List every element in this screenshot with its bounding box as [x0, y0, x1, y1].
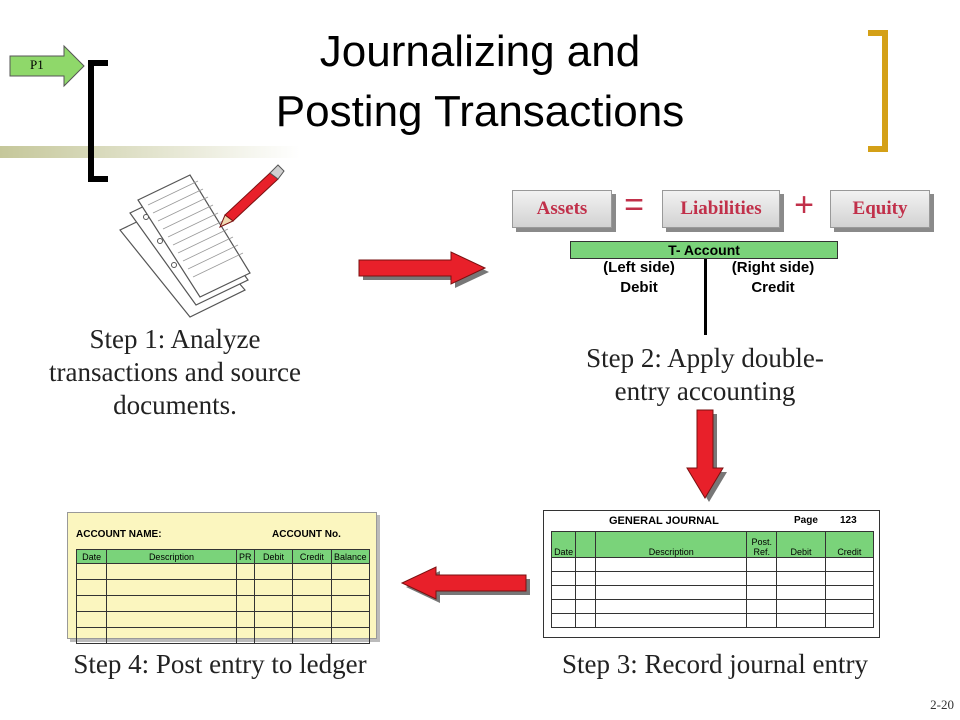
arrow-badge-icon — [9, 44, 85, 88]
table-row — [550, 599, 875, 614]
equity-box: Equity — [830, 190, 930, 228]
step2-line-2: entry accounting — [614, 376, 796, 406]
step2-line-1: Step 2: Apply double- — [586, 343, 824, 373]
step2-text: Step 2: Apply double- entry accounting — [520, 342, 890, 408]
table-row — [550, 571, 875, 586]
table-row — [550, 557, 875, 572]
table-row — [75, 627, 371, 644]
journal-table: Date Description Post. Ref. Debit Credit — [550, 531, 875, 628]
liabilities-box: Liabilities — [662, 190, 780, 228]
t-left-side: (Left side) — [603, 259, 675, 276]
right-bracket — [868, 30, 888, 152]
step3-text: Step 3: Record journal entry — [562, 649, 868, 679]
step4-text: Step 4: Post entry to ledger — [73, 649, 367, 679]
t-account-title: T- Account — [570, 241, 838, 259]
table-row — [550, 613, 875, 628]
journal-col-date: Date — [550, 531, 577, 558]
arrow-down-icon — [686, 409, 727, 502]
t-credit-label: Credit — [751, 279, 795, 296]
journal-col-debit: Debit — [776, 531, 826, 558]
ledger-col-balance: Balance — [330, 549, 371, 564]
t-account-divider — [704, 259, 707, 335]
journal-col-spacer — [575, 531, 597, 558]
slide-number: 2-20 — [930, 697, 954, 712]
ledger-col-description: Description — [106, 549, 237, 564]
notepad-pen-icon — [119, 164, 285, 318]
journal-col-postref: Post. Ref. — [746, 531, 778, 558]
table-row — [75, 595, 371, 612]
arrow-left-icon — [400, 566, 530, 603]
ledger-account-name: ACCOUNT NAME: — [76, 529, 162, 540]
assets-box: Assets — [512, 190, 612, 228]
table-row — [75, 563, 371, 580]
ledger-account-no: ACCOUNT No. — [272, 529, 341, 540]
table-row — [75, 611, 371, 628]
ledger-table: Date Description PR Debit Credit Balance — [75, 549, 371, 644]
title-line-1: Journalizing and — [319, 27, 641, 76]
step1-text: Step 1: Analyze transactions and source … — [10, 323, 340, 422]
p1-badge: P1 — [8, 40, 88, 90]
badge-label: P1 — [30, 57, 44, 72]
title-line-2: Posting Transactions — [275, 87, 685, 136]
journal-col-description: Description — [595, 531, 748, 558]
t-debit-label: Debit — [620, 279, 658, 296]
left-bracket — [88, 60, 108, 182]
step1-line-3: documents. — [113, 390, 237, 420]
step1-line-2: transactions and source — [49, 357, 301, 387]
journal-page-label: Page — [794, 515, 818, 526]
t-right-side: (Right side) — [731, 259, 815, 276]
table-row — [75, 579, 371, 596]
decorative-band — [0, 146, 300, 158]
ledger-col-credit: Credit — [292, 549, 332, 564]
equals-sign: = — [624, 186, 644, 224]
journal-col-credit: Credit — [824, 531, 875, 558]
ledger-col-date: Date — [75, 549, 108, 564]
ledger-col-pr: PR — [235, 549, 255, 564]
journal-title: GENERAL JOURNAL — [609, 515, 719, 527]
ledger-col-debit: Debit — [253, 549, 294, 564]
general-journal: GENERAL JOURNAL Page 123 Date Descriptio… — [543, 510, 880, 638]
ledger-account: ACCOUNT NAME: ACCOUNT No. Date Descripti… — [67, 512, 377, 644]
step1-line-1: Step 1: Analyze — [89, 324, 261, 354]
arrow-right-icon — [358, 251, 489, 288]
table-row — [550, 585, 875, 600]
journal-page-number: 123 — [840, 515, 857, 526]
plus-sign: + — [794, 186, 814, 224]
